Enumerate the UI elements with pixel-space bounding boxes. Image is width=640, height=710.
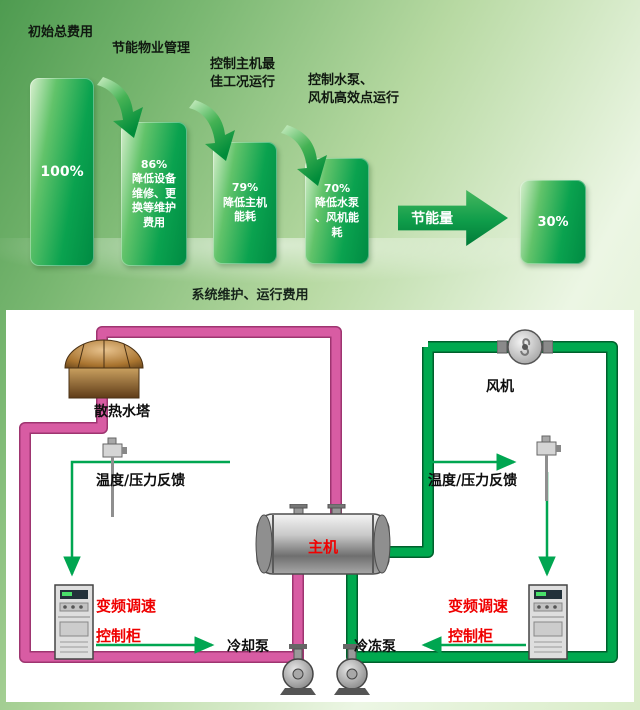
cooling-pump-label: 冷却泵 [227, 639, 269, 655]
hvac-diagram-panel: 散热水塔 风机 温度/压力反馈 温度/压力反馈 主机 变频调速 控制柜 变频调速… [6, 310, 634, 702]
fan-label: 风机 [486, 379, 514, 395]
control-signal-arrows [63, 453, 556, 654]
vfd-cabinet-left-icon [54, 584, 94, 660]
fan-icon [497, 329, 553, 365]
cooling-tower-label: 散热水塔 [94, 404, 150, 420]
cooling-tower-icon [64, 339, 144, 399]
feedback-left-label: 温度/压力反馈 [96, 473, 186, 489]
bar-86-percent: 86% 降低设备 维修、更 换等维护 费用 [121, 122, 187, 266]
chiller-unit-icon [255, 504, 391, 575]
main-engine-label: 主机 [307, 538, 338, 556]
temp-pressure-sensor-right-icon [536, 435, 561, 501]
vfd-cabinet-right-icon [528, 584, 568, 660]
energy-saving-arrow-label: 节能量 [411, 211, 454, 227]
bar-30-percent: 30% [520, 180, 586, 264]
stage-label-pump-fan-efficiency: 控制水泵、 风机高效点运行 [308, 73, 400, 107]
temp-pressure-sensor-left-icon [102, 437, 127, 517]
bar-initial-total-cost: 100% [30, 78, 94, 266]
bar-label: 79% 降低主机 能耗 [223, 181, 267, 224]
chilled-pump-icon [334, 644, 370, 695]
chart-bottom-label: 系统维护、运行费用 [191, 288, 309, 303]
bar-79-percent: 79% 降低主机 能耗 [213, 142, 277, 264]
bar-label: 30% [537, 214, 569, 230]
chilled-pump-label: 冷冻泵 [354, 639, 396, 655]
feedback-right-label: 温度/压力反馈 [428, 473, 518, 489]
curved-arrow-icon [189, 100, 235, 161]
bar-label: 86% 降低设备 维修、更 换等维护 费用 [132, 157, 176, 229]
stage-label-chiller-optimal: 控制主机最 佳工况运行 [210, 57, 276, 91]
curved-arrow-icon [281, 125, 327, 186]
curved-arrow-icon [97, 77, 143, 138]
cooling-pump-icon [280, 644, 316, 695]
vfd-right-label: 变频调速 控制柜 [448, 597, 509, 645]
bar-label: 100% [40, 164, 84, 180]
bar-label: 70% 降低水泵 、风机能 耗 [315, 181, 359, 239]
stage-label-property-management: 节能物业管理 [112, 41, 191, 56]
vfd-left-label: 变频调速 控制柜 [96, 597, 157, 645]
stage-label-initial-cost: 初始总费用 [28, 25, 94, 40]
